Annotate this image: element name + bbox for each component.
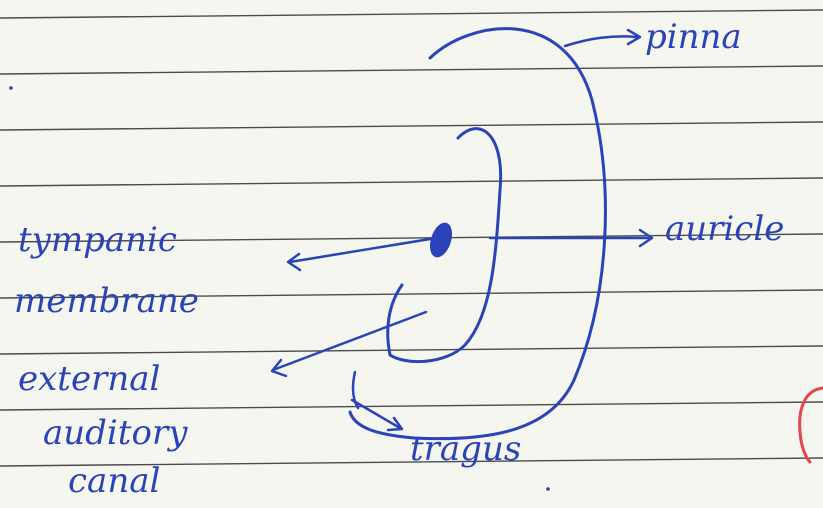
red-check-mark (800, 388, 823, 462)
label-membrane: membrane (14, 284, 199, 318)
ink-dot (9, 86, 13, 90)
tympanic-membrane-arrow (290, 239, 430, 262)
label-auricle: auricle (665, 212, 784, 246)
label-tympanic: tympanic (18, 223, 177, 257)
label-tragus: tragus (410, 432, 521, 466)
label-external: external (18, 362, 160, 396)
label-canal: canal (68, 464, 160, 498)
label-auditory: auditory (43, 416, 187, 450)
ink-dot (546, 487, 550, 491)
label-pinna: pinna (645, 20, 742, 54)
pinna-curve (350, 29, 605, 439)
